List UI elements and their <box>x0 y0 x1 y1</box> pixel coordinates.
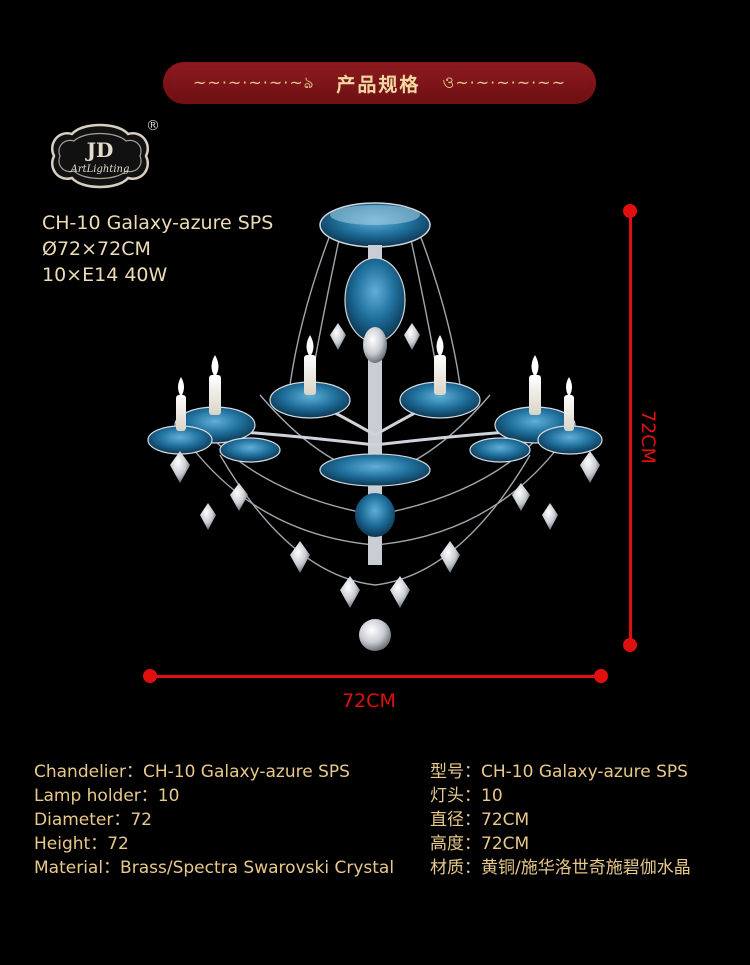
width-dimension-right-dot <box>594 669 608 683</box>
model-size: Ø72×72CM <box>42 238 151 260</box>
width-dimension-line <box>150 675 601 678</box>
banner-left-ornament: ~~·~·~·~·~ঌ <box>193 72 315 92</box>
banner-title: 产品规格 <box>336 73 421 96</box>
chandelier-image <box>147 202 603 651</box>
model-bulbs: 10×E14 40W <box>42 264 168 286</box>
height-dimension-bottom-dot <box>623 638 637 652</box>
spec-model-cn: 型号：CH-10 Galaxy-azure SPS <box>430 762 688 782</box>
width-dimension-label: 72CM <box>342 690 396 712</box>
height-dimension-line <box>629 210 632 645</box>
specs-chinese: 型号：CH-10 Galaxy-azure SPS 灯头：10 直径：72CM … <box>430 760 691 880</box>
model-name: CH-10 Galaxy-azure SPS <box>42 212 274 234</box>
spec-height: Height：72 <box>34 834 129 854</box>
brand-logo: JD ArtLighting <box>51 123 149 189</box>
spec-diameter: Diameter：72 <box>34 810 152 830</box>
spec-height-cn: 高度：72CM <box>430 834 530 854</box>
spec-material: Material：Brass/Spectra Swarovski Crystal <box>34 858 395 878</box>
spec-diameter-cn: 直径：72CM <box>430 810 530 830</box>
height-dimension-label: 72CM <box>637 410 659 464</box>
width-dimension-left-dot <box>143 669 157 683</box>
banner-right-ornament: ও~·~·~·~·~~ <box>442 72 566 92</box>
spec-material-cn: 材质：黄铜/施华洛世奇施碧伽水晶 <box>430 858 691 878</box>
model-info: CH-10 Galaxy-azure SPS Ø72×72CM 10×E14 4… <box>42 210 273 288</box>
section-banner: ~~·~·~·~·~ঌ 产品规格 ও~·~·~·~·~~ <box>163 62 596 104</box>
svg-text:JD: JD <box>85 138 114 162</box>
height-dimension-top-dot <box>623 204 637 218</box>
svg-text:ArtLighting: ArtLighting <box>70 164 130 175</box>
spec-lamp-holder: Lamp holder：10 <box>34 786 180 806</box>
spec-chandelier: Chandelier：CH-10 Galaxy-azure SPS <box>34 762 350 782</box>
spec-lamp-holder-cn: 灯头：10 <box>430 786 503 806</box>
registered-mark: ® <box>146 118 160 134</box>
specs-english: Chandelier：CH-10 Galaxy-azure SPS Lamp h… <box>34 760 394 880</box>
